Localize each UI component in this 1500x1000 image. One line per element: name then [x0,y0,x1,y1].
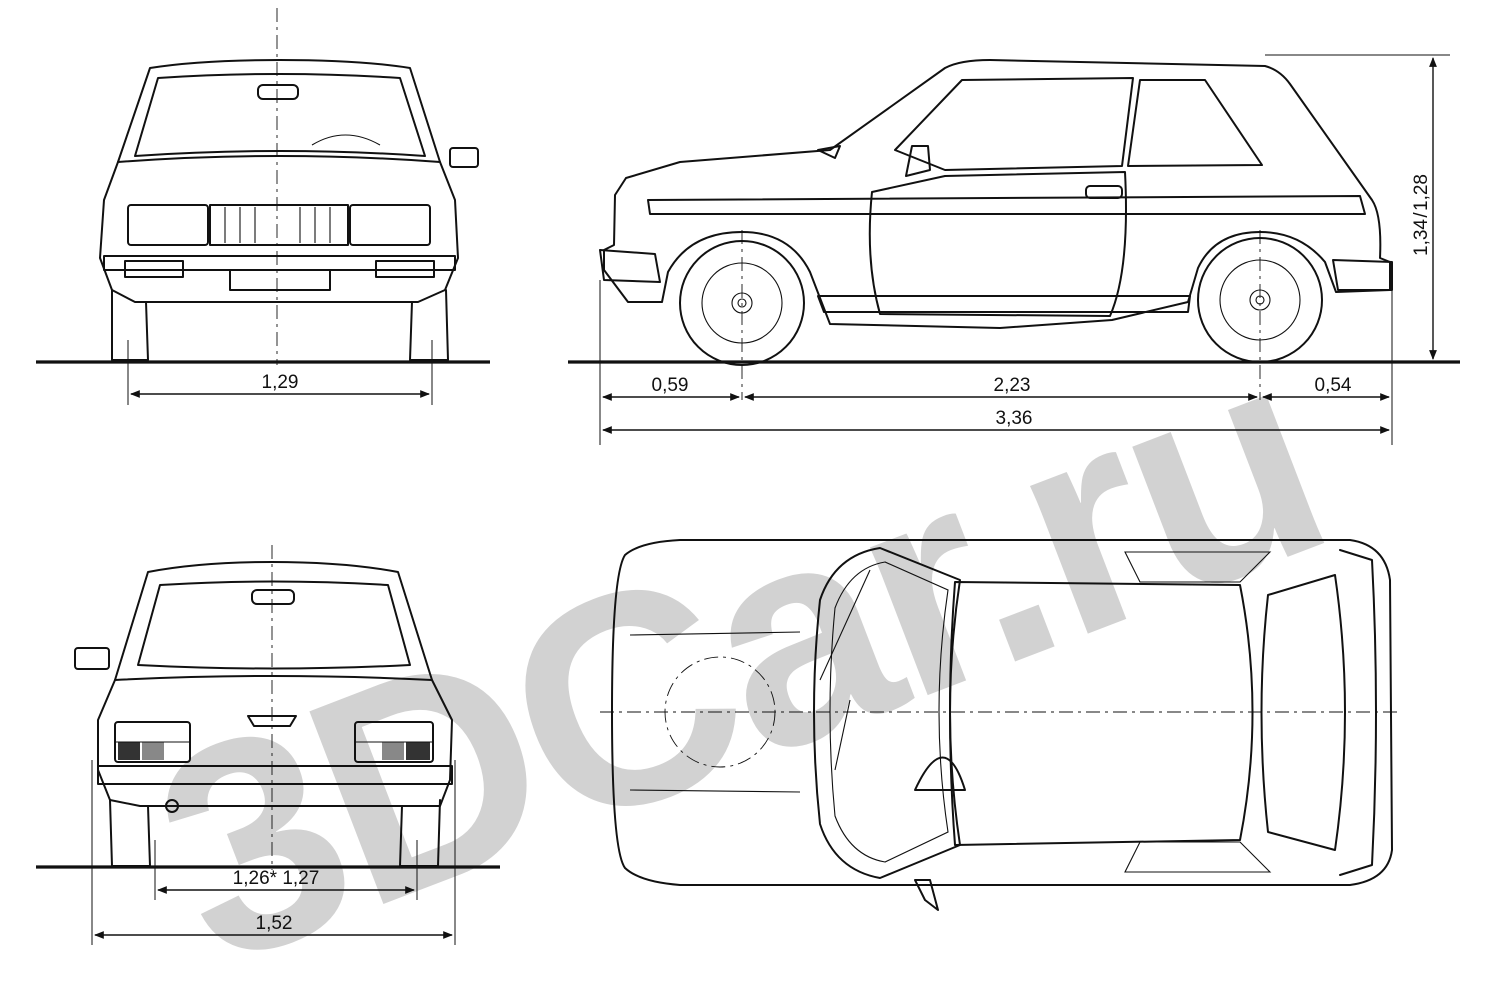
side-front-overhang-label: 0,59 [652,375,689,396]
front-side-mirror [449,147,479,168]
top-door-mirror [914,879,939,911]
side-front-bumper [599,249,661,283]
rear-body-outline [97,675,453,807]
top-side-window-upper [1124,551,1272,583]
front-view: 1,29 [36,8,490,405]
side-height-label-a: 1,34 [1411,219,1432,256]
side-overall-length-label: 3,36 [996,408,1033,429]
top-hood-line-lower [629,789,801,793]
front-wheel-left [111,289,149,361]
front-grille-bars [224,207,331,243]
front-body-outline [99,155,459,303]
front-bumper [103,255,456,271]
front-track-label: 1,29 [262,372,299,393]
front-license-plate [229,269,331,291]
front-wheel-right [409,289,449,361]
top-rear-hatch [1260,574,1346,851]
front-grille [209,204,349,246]
side-height-labels: 1,34 / 1,28 [1411,174,1432,256]
top-body-outline [611,539,1393,886]
front-steering-wheel [311,134,381,146]
top-front-wheel-hidden [664,656,776,768]
front-roof-outline [117,59,441,163]
side-trim-strip [647,195,1366,215]
rear-taillight-left [114,721,191,763]
side-front-window [894,77,1134,171]
top-wiper-upper [819,569,871,681]
top-tailgate [1339,549,1377,876]
rear-view: 1,26* 1,27 1,52 [36,545,500,945]
rear-window [137,580,411,670]
rear-track-label: 1,26* 1,27 [233,868,320,889]
top-view [600,539,1400,911]
front-foglight-right [375,260,435,278]
top-side-window-lower [1124,841,1272,873]
front-mirror-interior [257,84,299,100]
side-body-outline [603,59,1391,329]
side-door-handle [1085,185,1123,199]
top-hood-line-upper [629,631,801,636]
side-rear-window [1127,79,1263,167]
rear-roof-outline [114,561,433,681]
side-door [868,171,1127,317]
side-wheelbase-label: 2,23 [994,375,1031,396]
rear-side-mirror [74,647,110,670]
side-mirror [905,145,931,177]
top-vent [914,756,966,791]
front-headlight-right [349,204,431,246]
watermark-text: 3DCar.ru [117,284,1360,1000]
side-sill [817,295,1191,313]
rear-width-label: 1,52 [256,913,293,934]
top-wiper-lower [834,699,851,771]
top-windshield [813,547,961,879]
side-rear-bumper [1332,259,1393,291]
rear-exhaust [165,799,179,813]
front-headlight-left [127,204,209,246]
front-windshield [134,73,426,157]
rear-mirror-interior [251,589,295,605]
top-windshield-inner [829,561,949,863]
side-wiper [817,145,841,159]
watermark: 3DCar.ru [117,284,1360,1000]
side-view: 0,59 2,23 0,54 3,36 1,34 / 1,28 [568,54,1460,445]
rear-taillight-right [354,721,434,763]
rear-bumper [97,765,453,785]
side-height-separator: / [1411,212,1432,218]
side-height-label-b: 1,28 [1411,174,1432,211]
front-foglight-left [124,260,184,278]
side-rear-overhang-label: 0,54 [1315,375,1352,396]
rear-wheel-left [109,799,151,867]
rear-badge [247,715,297,727]
